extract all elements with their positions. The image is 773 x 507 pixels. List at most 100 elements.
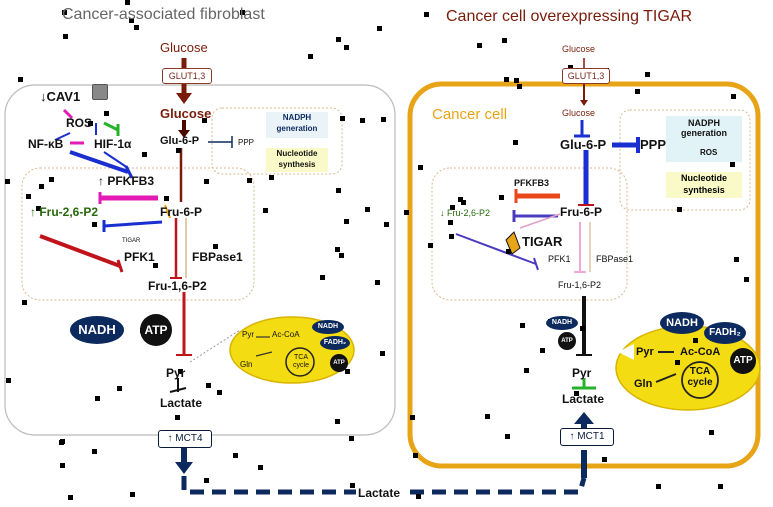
- background-dot: [418, 165, 423, 170]
- background-dot: [335, 247, 340, 252]
- left-glucose-intracellular: Glucose: [160, 106, 212, 121]
- background-dot: [602, 457, 607, 462]
- background-dot: [449, 234, 454, 239]
- background-dot: [524, 368, 529, 373]
- left-tigar-label: TIGAR: [122, 238, 141, 244]
- mct4-transporter: ↑ MCT4: [158, 430, 212, 448]
- background-dot: [377, 26, 382, 31]
- background-dot: [360, 118, 365, 123]
- right-mito-accoa: Ac-CoA: [680, 346, 721, 358]
- fibroblast-ppp-region: [211, 107, 343, 175]
- background-dot: [204, 478, 209, 483]
- left-lactate-label: Lactate: [160, 396, 203, 410]
- left-nadh-oval: NADH: [70, 316, 124, 344]
- background-dot: [709, 430, 714, 435]
- right-glut-transporter: GLUT1,3: [562, 68, 610, 84]
- background-dot: [88, 121, 93, 126]
- background-dot: [213, 244, 218, 249]
- background-dot: [339, 253, 344, 258]
- background-dot: [206, 383, 211, 388]
- right-fru26p2-label: ↓ Fru-2,6-P2: [440, 208, 491, 218]
- background-dot: [404, 210, 409, 215]
- fibroblast-tca-cycle: [285, 347, 315, 377]
- nfkb-label: NF-κB: [28, 137, 64, 151]
- background-dot: [349, 436, 354, 441]
- background-dot: [428, 243, 433, 248]
- background-dot: [49, 177, 54, 182]
- background-dot: [514, 78, 519, 83]
- left-pfk1-label: PFK1: [124, 250, 155, 264]
- right-mito-gln: Gln: [634, 378, 653, 390]
- left-mito-pyr: Pyr: [242, 330, 254, 339]
- background-dot: [350, 483, 355, 488]
- left-nucleotide-box: Nucleotide synthesis: [266, 148, 328, 172]
- background-dot: [60, 463, 65, 468]
- background-dot: [505, 434, 510, 439]
- right-nadh-oval: NADH: [546, 316, 578, 330]
- background-dot: [39, 184, 44, 189]
- fibroblast-glycolysis-region: [21, 167, 255, 301]
- background-dot: [731, 94, 736, 99]
- background-dot: [416, 494, 421, 499]
- background-dot: [308, 54, 313, 59]
- cancer-tca-cycle: [681, 361, 719, 399]
- left-fru26p2-label: ↑ Fru-2,6-P2: [30, 205, 99, 219]
- background-dot: [92, 449, 97, 454]
- background-dot: [104, 111, 109, 116]
- background-dot: [693, 338, 698, 343]
- background-dot: [381, 117, 386, 122]
- background-dot: [502, 38, 507, 43]
- right-fbpase1-label: FBPase1: [596, 254, 634, 264]
- background-dot: [461, 200, 466, 205]
- background-dot: [92, 222, 97, 227]
- right-nadph-box: [666, 116, 742, 162]
- left-nadph-box: NADPH generation: [266, 112, 328, 138]
- left-glut-transporter: GLUT1,3: [162, 68, 212, 84]
- left-mito-tca-label: TCA cycle: [293, 354, 309, 369]
- left-pfkfb3-label: ↑ PFKFB3: [98, 174, 155, 188]
- background-dot: [424, 12, 429, 17]
- background-dot: [95, 396, 100, 401]
- right-ppp-label: PPP: [640, 137, 667, 152]
- background-dot: [513, 140, 518, 145]
- background-dot: [62, 10, 67, 15]
- background-dot: [269, 175, 274, 180]
- right-atp-circle: ATP: [558, 332, 576, 350]
- background-dot: [129, 18, 134, 23]
- background-dot: [520, 323, 525, 328]
- background-dot: [247, 178, 252, 183]
- background-dot: [5, 179, 10, 184]
- background-dot: [675, 360, 680, 365]
- right-fru6p-label: Fru-6-P: [560, 205, 602, 219]
- background-dot: [375, 280, 380, 285]
- background-dot: [413, 453, 418, 458]
- left-pyr-label: Pyr: [166, 366, 186, 380]
- lactate-shuttle-label: Lactate: [356, 486, 403, 500]
- background-dot: [63, 34, 68, 39]
- background-dot: [656, 484, 661, 489]
- background-dot: [178, 369, 183, 374]
- background-dot: [153, 263, 158, 268]
- background-dot: [117, 386, 122, 391]
- background-dot: [258, 465, 263, 470]
- background-dot: [164, 196, 169, 201]
- background-dot: [506, 249, 511, 254]
- background-dot: [176, 148, 181, 153]
- background-dot: [336, 37, 341, 42]
- right-pfkfb3-label: PFKFB3: [514, 178, 550, 188]
- left-mito-gln: Gln: [240, 360, 253, 369]
- background-dot: [345, 369, 350, 374]
- lactate-shuttle-path: [181, 476, 587, 495]
- left-fru6p-label: Fru-6-P: [160, 205, 202, 219]
- background-dot: [540, 348, 545, 353]
- left-fbpase1-label: FBPase1: [192, 250, 243, 264]
- left-glu6p-label: Glu-6-P: [160, 135, 200, 147]
- right-lactate-label: Lactate: [562, 392, 605, 406]
- right-nadph-label: NADPH generation: [680, 118, 727, 138]
- background-dot: [204, 179, 209, 184]
- background-dot: [59, 440, 64, 445]
- background-dot: [485, 414, 490, 419]
- cancer-cell-title: Cancer cell overexpressing TIGAR: [446, 8, 693, 25]
- background-dot: [175, 415, 180, 420]
